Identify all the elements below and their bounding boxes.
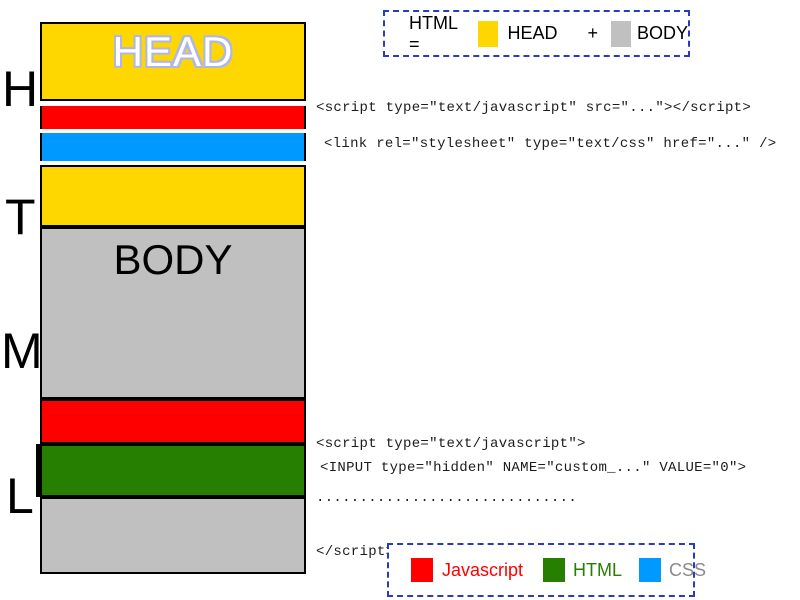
annotation-stylesheet-link: <link rel="stylesheet" type="text/css" h… [324, 136, 777, 152]
annotation-external-script: <script type="text/javascript" src="..."… [316, 100, 752, 116]
head-rest-block [40, 165, 306, 227]
body-html-bar [36, 444, 306, 497]
annotation-hidden-input: <INPUT type="hidden" NAME="custom_..." V… [320, 460, 747, 476]
body-rest-block [40, 497, 306, 574]
legend-color-key: Javascript HTML CSS [387, 543, 706, 597]
annotation-inline-script-open: <script type="text/javascript"> [316, 436, 586, 452]
head-block-label: HEAD [112, 28, 234, 75]
body-block-label: BODY [113, 236, 233, 283]
html-legend-label: HTML [573, 559, 623, 580]
body-javascript-bar [40, 399, 306, 444]
annotation-inline-script-body: .............................. [316, 490, 578, 506]
head-color-swatch [478, 20, 499, 47]
css-legend-label: CSS [669, 559, 707, 580]
vertical-letter-l: L [6, 468, 34, 524]
annotation-inline-script-close: </script> [316, 544, 395, 560]
vertical-letter-m: M [1, 323, 43, 379]
head-block: HEAD [40, 22, 306, 101]
body-block: BODY [40, 227, 306, 399]
javascript-legend-label: Javascript [442, 559, 524, 580]
head-javascript-bar [40, 106, 306, 129]
javascript-color-swatch [411, 558, 433, 582]
css-color-swatch [639, 558, 662, 582]
head-legend-label: HEAD [507, 23, 558, 43]
body-legend-label: BODY [636, 23, 688, 43]
body-color-swatch [610, 20, 631, 47]
html-color-swatch [543, 558, 566, 582]
annotation-inline-script: <script type="text/javascript"> ........… [316, 399, 586, 597]
vertical-letter-t: T [5, 189, 36, 245]
legend-html-formula: HTML = HEAD + BODY [383, 10, 690, 57]
plus-sign: + [587, 23, 598, 43]
formula-label: HTML = [409, 12, 458, 54]
vertical-letter-h: H [2, 61, 39, 117]
head-css-bar [40, 133, 306, 161]
